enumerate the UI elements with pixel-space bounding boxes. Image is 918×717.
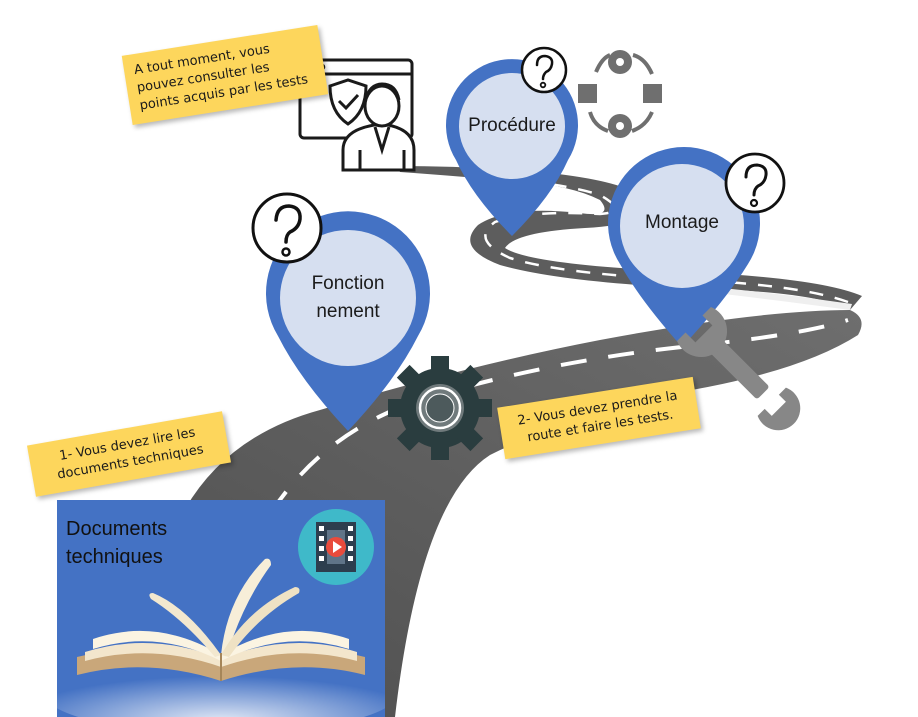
wrench-icon xyxy=(677,307,801,431)
help-question-icon xyxy=(520,46,568,94)
pin-fonctionnement xyxy=(266,211,430,431)
help-question-icon xyxy=(724,152,786,214)
process-cycle-icon xyxy=(578,50,662,138)
pin-procedure xyxy=(446,59,578,236)
road-shoulder xyxy=(690,285,852,310)
documents-techniques-title: Documents techniques xyxy=(66,518,168,568)
pin-fonctionnement-inner xyxy=(280,230,416,366)
pin-montage xyxy=(608,147,761,347)
open-book-icon xyxy=(57,558,385,717)
film-play-icon[interactable] xyxy=(297,508,375,586)
security-shield-person-icon xyxy=(298,58,416,172)
documents-techniques-panel[interactable]: Documents techniques xyxy=(57,500,385,717)
gear-icon xyxy=(388,356,492,460)
road-center-line xyxy=(246,318,849,556)
pin-label-procedure: Procédure xyxy=(468,115,556,136)
pin-label-montage: Montage xyxy=(645,212,719,233)
pin-montage-inner xyxy=(620,164,744,288)
pin-label-fonctionnement: Fonction nement xyxy=(311,273,385,322)
help-question-icon xyxy=(251,192,323,264)
pin-procedure-inner xyxy=(459,73,565,179)
